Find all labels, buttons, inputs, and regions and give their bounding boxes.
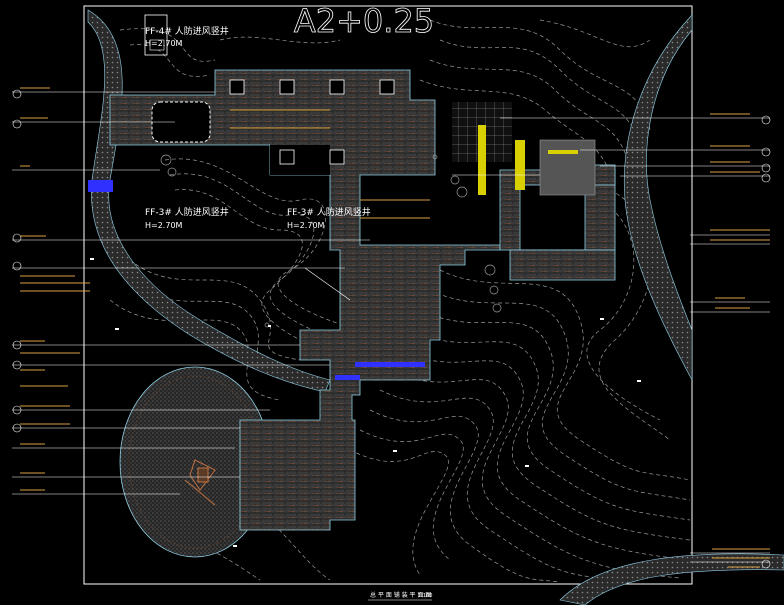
shaft-label-1-name: FF-4# 人防进风竖井 (145, 25, 229, 37)
leader-lines-left (12, 91, 370, 495)
curved-walkway-right (624, 14, 693, 381)
shaft-label-2-name: FF-3# 人防进风竖井 (145, 206, 229, 218)
plaza-feature (184, 459, 216, 506)
small-annotations (20, 87, 770, 568)
curved-walkway-left (87, 9, 331, 393)
pavilion (452, 102, 596, 196)
shaft-label-2-height: H=2.70M (145, 221, 183, 230)
shaft-label-3-name: FF-3# 人防进风竖井 (287, 206, 371, 218)
walkway-bottom-right (559, 553, 784, 605)
shaft-box-top (144, 14, 168, 56)
leader-lines-right (500, 117, 770, 563)
contour-lines (109, 19, 691, 583)
shaft-label-3-height: H=2.70M (287, 221, 325, 230)
planting (160, 154, 502, 328)
bottom-scale: 1:100 (418, 593, 432, 599)
leader-symbols-left (12, 89, 22, 433)
leader-symbols-right (761, 115, 771, 569)
sheet-code-title: A2+0.25 (294, 2, 434, 40)
blue-strips (88, 180, 425, 380)
shaft-label-1-height: H=2.70M (145, 39, 183, 48)
bottom-caption: 总 平 面 铺 装 平 面 图 (370, 591, 431, 599)
scattered-marks (90, 258, 641, 547)
vent-shafts (229, 79, 395, 175)
drawing-border (83, 5, 693, 585)
